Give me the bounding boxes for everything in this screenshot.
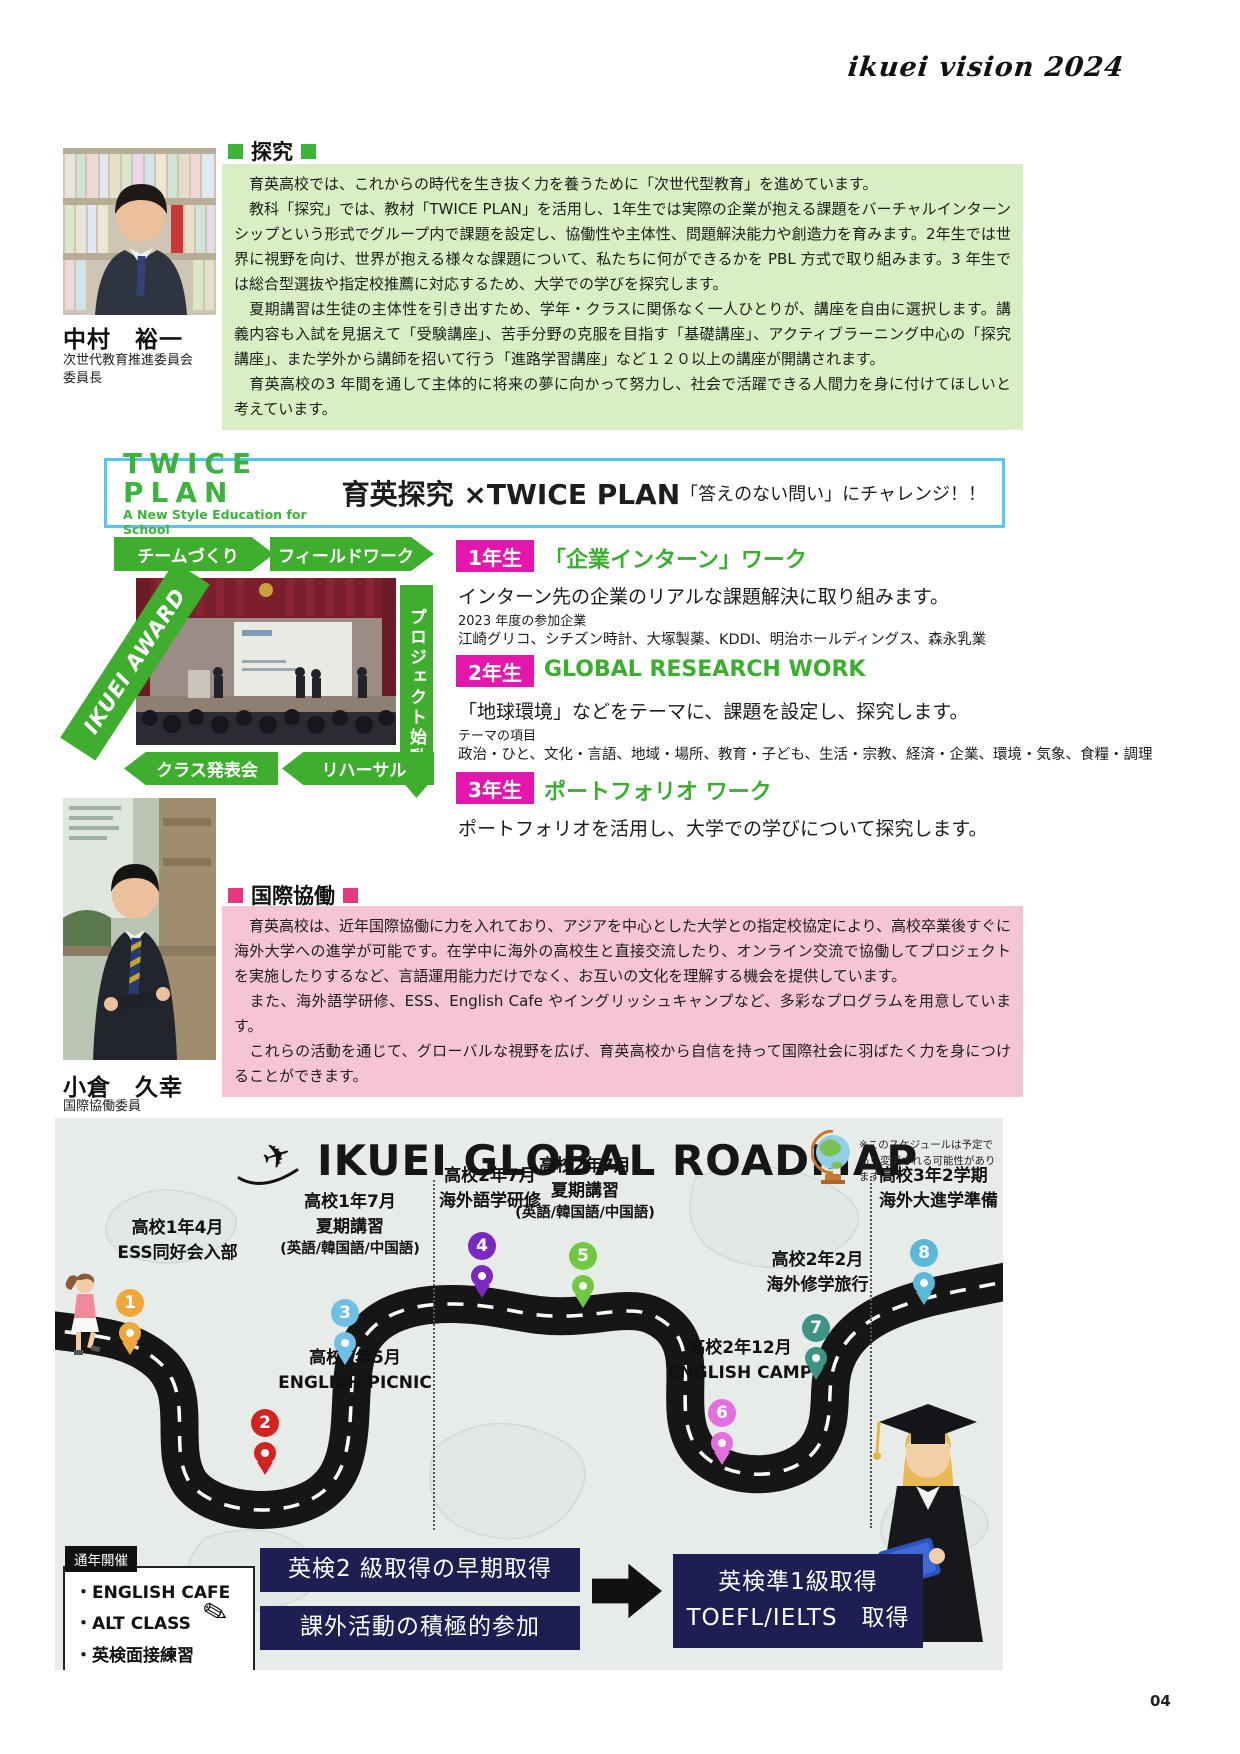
grade2-note: 政治・ひと、文化・言語、地域・場所、教育・子ども、生活・宗教、経済・企業、環境・…	[458, 747, 1153, 763]
goal-box-activities: 課外活動の積極的参加	[260, 1606, 580, 1650]
grade2-title: GLOBAL RESEARCH WORK	[544, 657, 866, 682]
grade1-note: 江崎グリコ、シチズン時計、大塚製薬、KDDI、明治ホールディングス、森永乳業	[458, 632, 987, 648]
walking-girl-illustration	[61, 1270, 113, 1360]
milestone-pin-8: 8	[909, 1239, 939, 1305]
grade2-badge: 2年生	[456, 655, 534, 687]
teacher-name: 中村 裕一	[63, 327, 183, 353]
milestone-label-7: 高校2年2月海外修学旅行	[766, 1250, 869, 1295]
milestone-label-3: 高校1年7月夏期講習(英語/韓国語/中国語)	[280, 1192, 420, 1258]
paragraph: 教科「探究」では、教材「TWICE PLAN」を活用し、1年生では実際の企業が抱…	[234, 200, 1011, 293]
airplane-icon: ✈	[235, 1134, 315, 1190]
map-pin-icon	[471, 1265, 493, 1298]
grade2-desc: 「地球環境」などをテーマに、課題を設定し、探究します。	[458, 701, 969, 723]
year-round-box: ・ENGLISH CAFE ・ALT CLASS ・英検面接練習	[63, 1566, 255, 1670]
grade1-note-label: 2023 年度の参加企業	[458, 614, 587, 629]
twice-plan-logo-text: TWICE PLAN	[123, 446, 259, 509]
page-number: 04	[1150, 1692, 1171, 1710]
goal-result-line1: 英検準1級取得	[718, 1569, 878, 1596]
milestone-pin-1: 1	[115, 1289, 145, 1355]
paragraph: 育英高校では、これからの時代を生き抜く力を養うために「次世代型教育」を進めていま…	[234, 175, 878, 193]
milestone-pin-7: 7	[801, 1314, 831, 1380]
map-pin-icon	[805, 1347, 827, 1380]
grade3-badge: 3年生	[456, 772, 534, 804]
paragraph: 育英高校は、近年国際協働に力を入れており、アジアを中心とした大学との指定校協定に…	[234, 917, 1011, 985]
teacher-org: 次世代教育推進委員会	[63, 353, 194, 368]
flow-step-class-presentation: クラス発表会	[124, 752, 278, 785]
year-round-item: ・ALT CLASS	[75, 1614, 191, 1635]
tankyu-text-block: 育英高校では、これからの時代を生き抜く力を養うために「次世代型教育」を進めていま…	[222, 164, 1023, 430]
paragraph: また、海外語学研修、ESS、English Cafe やイングリッシュキャンプな…	[234, 992, 1011, 1035]
paragraph: 夏期講習は生徒の主体性を引き出すため、学年・クラスに関係なく一人ひとりが、講座を…	[234, 300, 1011, 368]
pink-square-icon	[343, 887, 358, 903]
grade3-desc: ポートフォリオを活用し、大学での学びについて探究します。	[458, 818, 988, 840]
map-pin-icon	[913, 1272, 935, 1305]
dotted-separator	[870, 1176, 872, 1528]
teacher-org: 国際協働委員	[63, 1099, 142, 1114]
globe-icon	[811, 1130, 855, 1184]
milestone-label-4: 高校2年7月海外語学研修	[439, 1166, 541, 1211]
kokusai-text-block: 育英高校は、近年国際協働に力を入れており、アジアを中心とした大学との指定校協定に…	[222, 906, 1023, 1097]
goal-box-result: 英検準1級取得 TOEFL/IELTS 取得	[673, 1554, 923, 1648]
banner-title: 育英探究 ×TWICE PLAN	[341, 478, 681, 511]
teacher-name: 小倉 久幸	[63, 1075, 183, 1101]
pink-square-icon	[228, 887, 243, 903]
milestone-pin-4: 4	[467, 1232, 497, 1298]
goal-result-line2: TOEFL/IELTS 取得	[686, 1605, 910, 1631]
twice-plan-logo: TWICE PLAN A New Style Education for Sch…	[123, 446, 342, 538]
teacher-photo-ogura	[63, 798, 216, 1060]
flow-step-fieldwork: フィールドワーク	[270, 537, 434, 571]
year-round-item: ・英検面接練習	[75, 1645, 194, 1666]
milestone-pin-3: 3	[330, 1299, 360, 1365]
map-pin-icon	[254, 1442, 276, 1475]
milestone-label-5: 高校2年7月夏期講習(英語/韓国語/中国語)	[515, 1156, 655, 1222]
roadmap-note: ※このスケジュールは予定であり変更される可能性があります	[859, 1139, 996, 1183]
green-square-icon	[228, 143, 243, 159]
paragraph: これらの活動を通じて、グローバルな視野を広げ、育英高校から自信を持って国際社会に…	[234, 1042, 1011, 1085]
twice-plan-logo-subtext: A New Style Education for School	[123, 507, 307, 538]
global-roadmap-panel: ✈ IKUEI GLOBAL ROADMAP ※このスケジュールは予定であり変更…	[55, 1118, 1003, 1670]
section-heading-tankyu: 探究	[228, 136, 316, 166]
flow-step-rehearsal: リハーサル	[282, 752, 434, 785]
milestone-pin-5: 5	[568, 1242, 598, 1308]
map-pin-icon	[119, 1322, 141, 1355]
section-heading-text: 国際協働	[251, 884, 335, 908]
green-square-icon	[301, 143, 316, 159]
year-round-label: 通年開催	[65, 1546, 137, 1572]
teacher-title: 委員長	[63, 371, 103, 386]
goal-box-eiken2: 英検2 級取得の早期取得	[260, 1548, 580, 1592]
flow-step-team-building: チームづくり	[114, 537, 274, 571]
grade1-title: 「企業インターン」ワーク	[544, 548, 807, 573]
roadmap-title: IKUEI GLOBAL ROADMAP	[317, 1136, 919, 1185]
banner-subtitle: 「答えのない問い」にチャレンジ！！	[680, 484, 986, 505]
section-heading-text: 探究	[251, 140, 293, 164]
grade3-title: ポートフォリオ ワーク	[544, 780, 772, 805]
map-pin-icon	[572, 1275, 594, 1308]
year-round-item: ・ENGLISH CAFE	[75, 1583, 231, 1603]
paragraph: 育英高校の3 年間を通して主体的に将来の夢に向かって努力し、社会で活躍できる人間…	[234, 375, 1011, 418]
milestone-pin-6: 6	[707, 1399, 737, 1465]
grade1-desc: インターン先の企業のリアルな課題解決に取り組みます。	[458, 586, 949, 608]
map-pin-icon	[334, 1332, 356, 1365]
section-heading-kokusai: 国際協働	[228, 880, 358, 910]
twice-plan-banner: TWICE PLAN A New Style Education for Sch…	[104, 448, 1005, 537]
teacher-photo-nakamura	[63, 148, 216, 315]
milestone-pin-2: 2	[250, 1409, 280, 1475]
milestone-label-8: 高校3年2学期海外大進学準備	[879, 1166, 998, 1211]
brand-logotype: ikuei vision 2024	[846, 52, 1126, 83]
map-pin-icon	[711, 1432, 733, 1465]
dotted-separator	[433, 1180, 435, 1530]
grade2-note-label: テーマの項目	[458, 729, 537, 744]
grade1-badge: 1年生	[456, 540, 534, 572]
